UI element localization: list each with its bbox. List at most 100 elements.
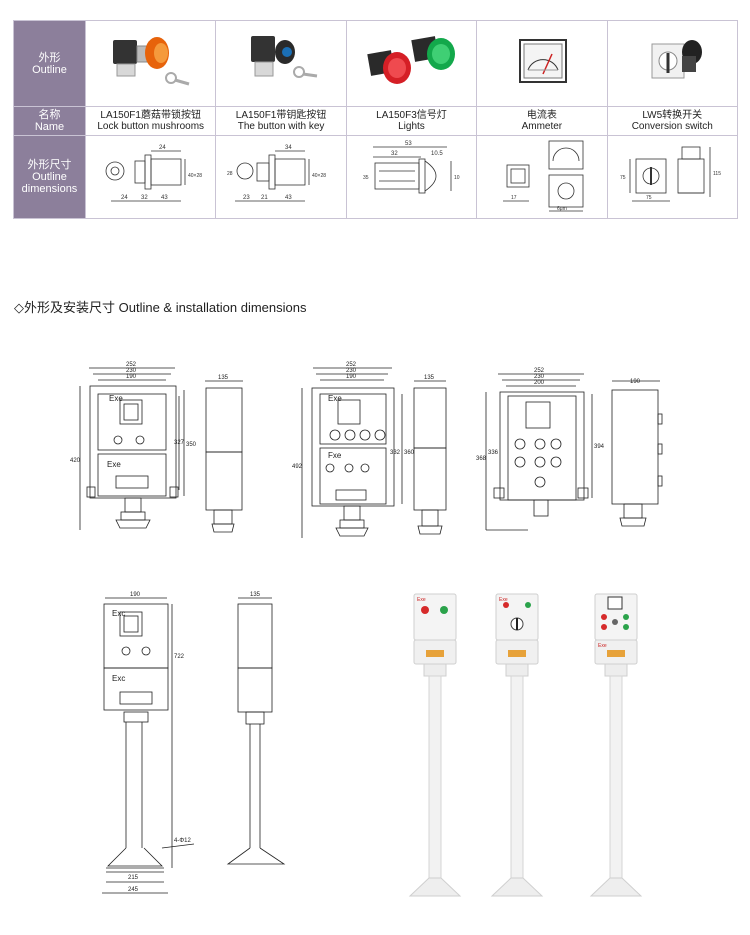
dim-label: 35 [363, 175, 369, 181]
row-header-outline: 外形 Outline [13, 20, 86, 107]
lock-mushroom-button-image [112, 37, 190, 86]
dim-label: 10 [454, 175, 460, 181]
dim-text: 420 [70, 458, 81, 464]
dim-text: 135 [250, 592, 261, 598]
dim-text: 215 [128, 875, 139, 881]
key-button-image [251, 36, 318, 78]
product-image-ammeter [476, 20, 608, 107]
product-name-en: Conversion switch [631, 121, 713, 132]
dim-text: 327 [174, 440, 185, 446]
drawing-2-side [413, 380, 447, 535]
product-image-key-button [215, 20, 347, 107]
product-name-4: 电流表 Ammeter [476, 106, 608, 136]
dim-text: 360 [404, 450, 415, 456]
label-fxe: Fxe [328, 451, 342, 460]
drawing-4-side [226, 597, 286, 865]
dim-text: 230 [346, 368, 357, 374]
spec-table: 外形 Outline [13, 20, 739, 219]
conversion-switch-image [651, 40, 703, 79]
product-name-en: Lock button mushrooms [97, 121, 205, 132]
dim-label: 40×28 [188, 173, 202, 179]
label-exc: Exc [112, 674, 125, 683]
dim-label: 75 [620, 175, 626, 181]
product-image-conversion-switch [606, 20, 739, 107]
dim-text: 252 [534, 368, 545, 374]
dim-label: 24 [159, 145, 166, 151]
row-header-outline-en: Outline [32, 63, 67, 76]
dim-label: 115 [713, 171, 721, 177]
photo-badge: Exe [417, 597, 426, 603]
dim-label: 21 [261, 195, 268, 201]
dim-label: 6μm [557, 206, 567, 212]
drawing-2-front [301, 367, 403, 538]
dimension-drawing-4: 17 6μm [476, 135, 608, 219]
ammeter-dimension-drawing: 17 6μm [502, 140, 584, 212]
dim-text: 135 [424, 375, 435, 381]
product-name-cn: LA150F3信号灯 [376, 110, 447, 121]
dim-text: 492 [292, 464, 303, 470]
dim-text: 722 [174, 654, 185, 660]
drawing-1-side [205, 380, 243, 533]
photo-badge: Exe [598, 643, 607, 649]
product-name-en: The button with key [237, 121, 325, 132]
product-name-cn: 电流表 [526, 110, 557, 121]
product-name-1: LA150F1蘑菇带锁按钮 Lock button mushrooms [84, 106, 217, 136]
dim-label: 10.5 [431, 151, 443, 157]
product-name-3: LA150F3信号灯 Lights [345, 106, 478, 136]
product-name-en: Lights [398, 121, 425, 132]
dim-text: 394 [594, 444, 605, 450]
dim-label: 43 [285, 195, 292, 201]
dim-label: 28 [227, 171, 233, 177]
dim-label: 40×28 [312, 173, 326, 179]
label-exe: Exe [109, 394, 123, 403]
section-title: ◇外形及安装尺寸 Outline & installation dimensio… [14, 300, 307, 315]
dim-label: 32 [141, 195, 148, 201]
product-photos: Exe Exe [408, 593, 643, 897]
drawing-3-front [485, 373, 593, 531]
lock-mushroom-dimension-drawing: 24 40×28 24 32 43 [105, 145, 202, 201]
product-image-lock-mushroom [84, 20, 217, 107]
signal-lights-image [367, 36, 456, 84]
dim-label: 75 [646, 195, 652, 201]
dim-text: 200 [534, 380, 545, 386]
dim-text: 252 [126, 362, 137, 368]
product-name-cn: LA150F1蘑菇带锁按钮 [100, 110, 201, 121]
drawing-1-front [79, 367, 185, 530]
dim-label: 23 [243, 195, 250, 201]
dimension-drawing-1: 24 40×28 24 32 43 [84, 135, 217, 219]
photo-badge: Exe [499, 597, 508, 603]
label-exc: Exc [112, 609, 125, 618]
label-exe: Exe [107, 460, 121, 469]
dim-text: 252 [346, 362, 357, 368]
dim-text: 135 [218, 375, 229, 381]
drawing-4-front [102, 597, 195, 894]
product-name-cn: LA150F1带钥匙按钮 [235, 110, 327, 121]
row-header-name: 名称 Name [13, 106, 86, 136]
dim-label: 53 [405, 141, 412, 147]
ammeter-image [518, 39, 567, 83]
conversion-switch-dimension-drawing: 75 115 75 [620, 146, 721, 201]
product-image-lights [345, 20, 478, 107]
dimension-drawing-3: 53 32 10.5 35 10 [345, 135, 478, 219]
drawing-3-side [611, 380, 663, 527]
label-exe: Exe [328, 394, 342, 403]
dim-text: 190 [130, 592, 141, 598]
row-header-name-cn: 名称 [38, 109, 61, 121]
dim-text: 336 [488, 450, 499, 456]
row-header-dim-cn: 外形尺寸 [27, 159, 72, 171]
key-button-dimension-drawing: 34 28 40×28 23 21 43 [227, 145, 326, 201]
dim-text: 190 [346, 374, 357, 380]
product-name-cn: LW5转换开关 [642, 110, 703, 121]
product-name-2: LA150F1带钥匙按钮 The button with key [215, 106, 347, 136]
photo-box-2: Exe [490, 593, 544, 897]
row-header-dim-en2: dimensions [21, 183, 78, 195]
dim-label: 43 [161, 195, 168, 201]
product-name-en: Ammeter [521, 121, 563, 132]
dim-text: 230 [534, 374, 545, 380]
dim-text: 245 [128, 887, 139, 893]
dim-text: 190 [126, 374, 137, 380]
dim-text: 332 [390, 450, 401, 456]
photo-box-3: Exe [589, 593, 643, 897]
dimension-drawing-2: 34 28 40×28 23 21 43 [215, 135, 347, 219]
dim-text: 230 [126, 368, 137, 374]
